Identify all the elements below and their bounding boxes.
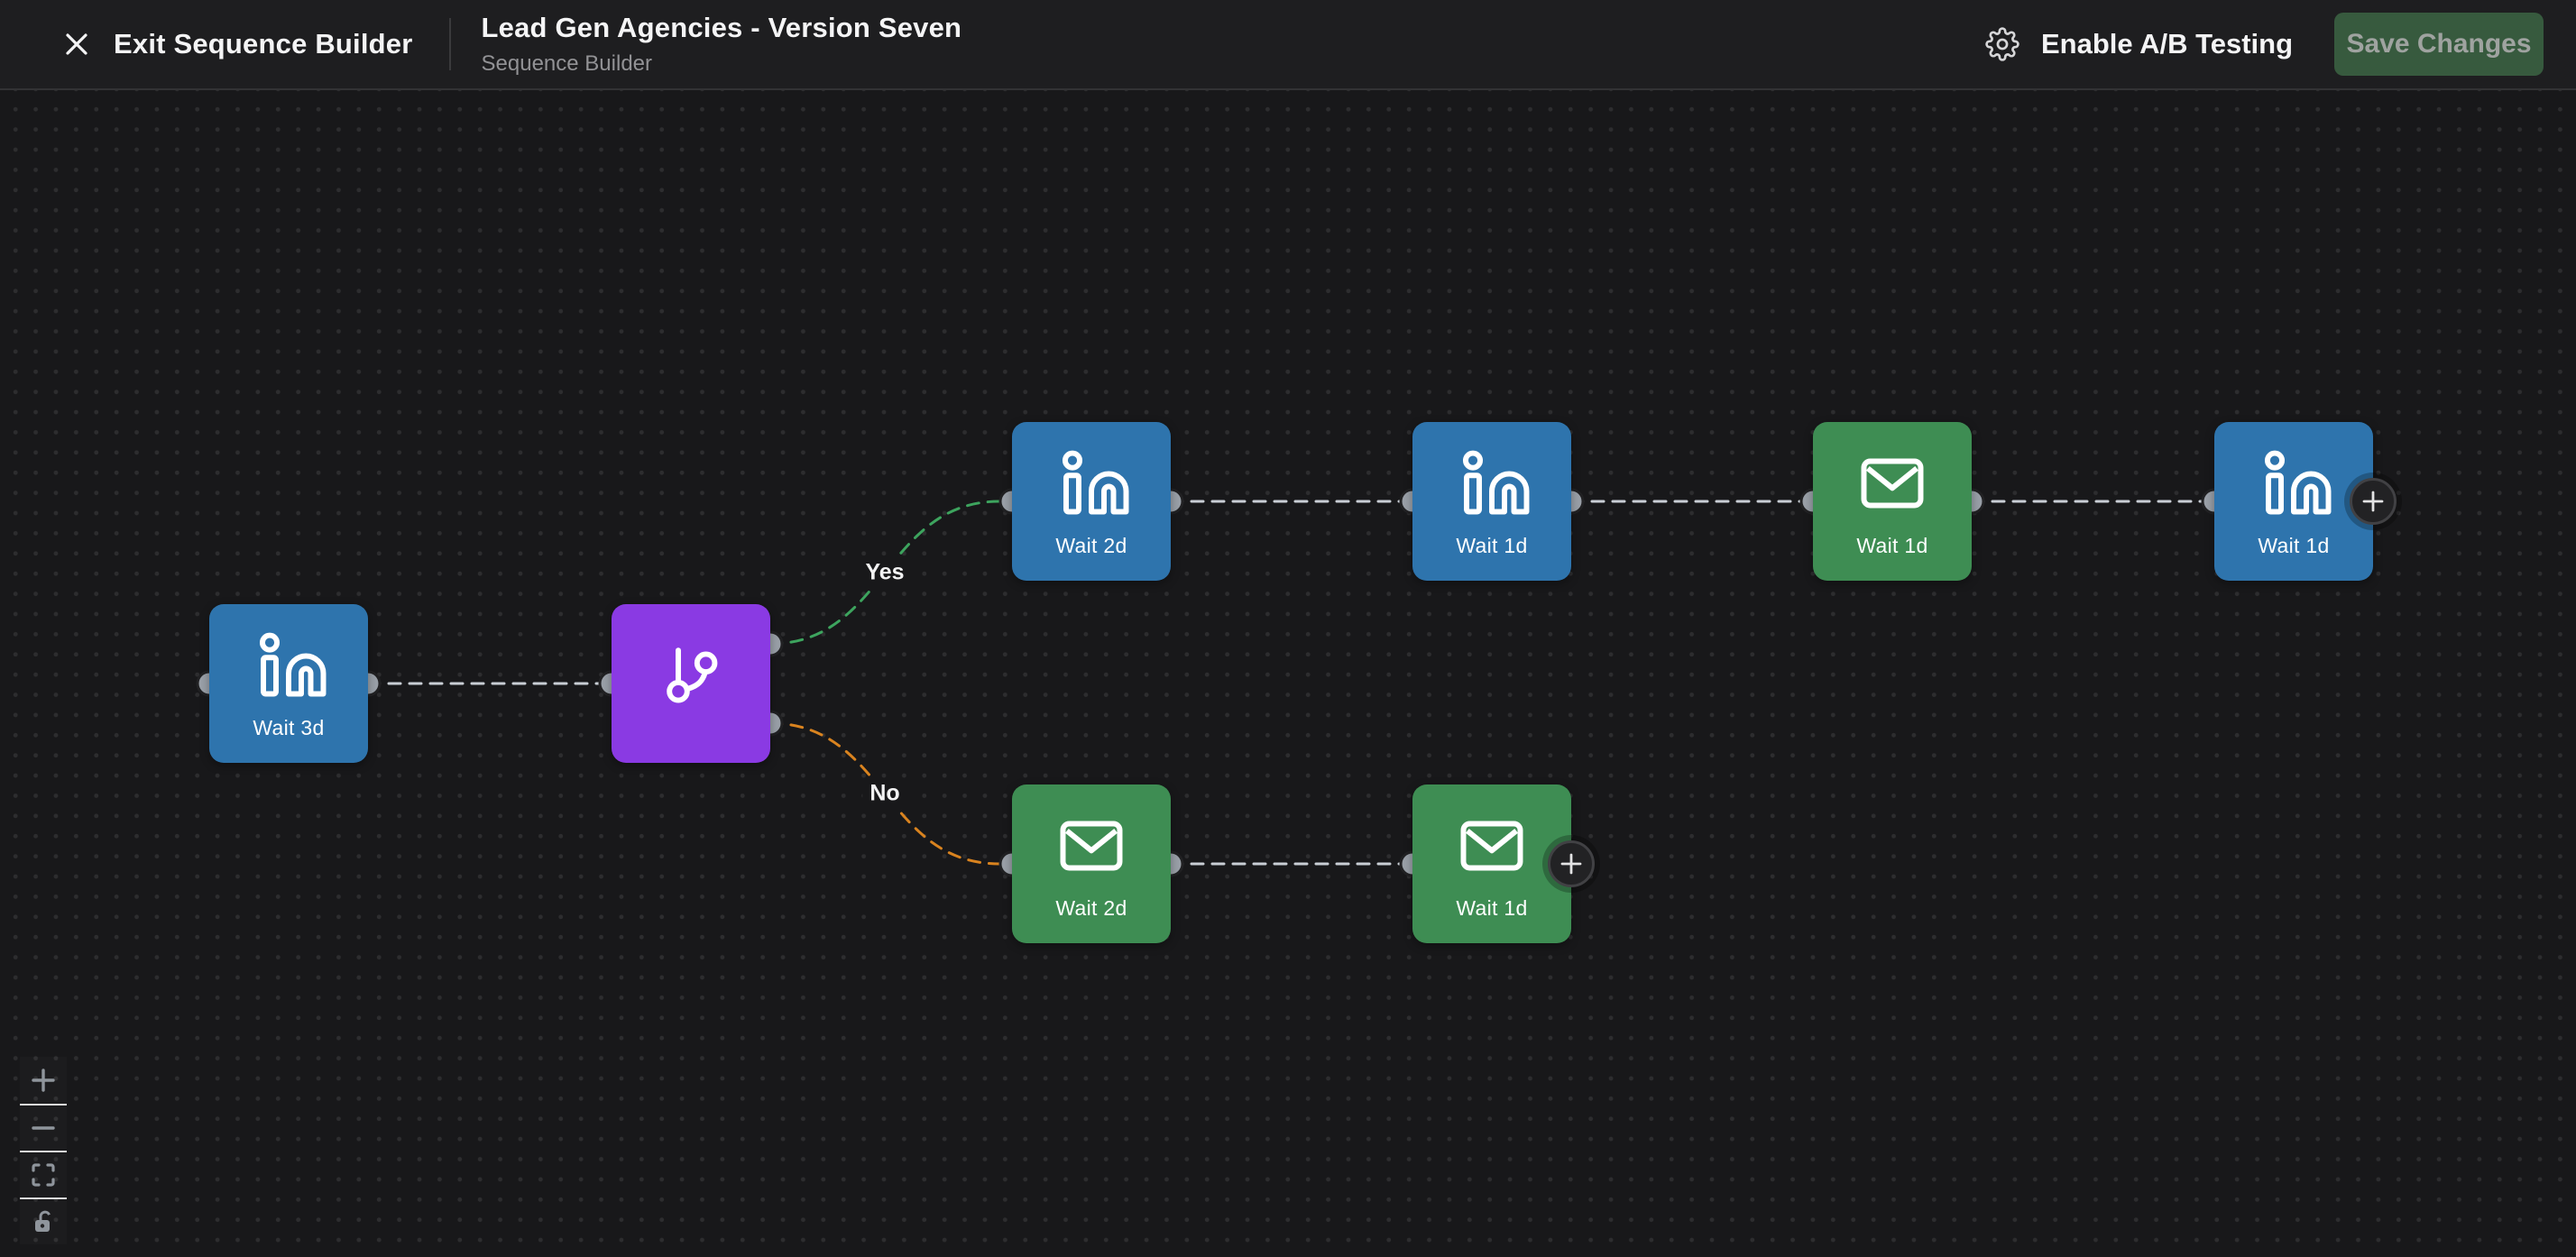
email-icon [1460,821,1523,870]
close-icon [66,33,87,55]
canvas-controls [20,1057,67,1244]
fit-view-button[interactable] [20,1151,67,1197]
edge-branch-yes[interactable] [768,500,1001,646]
edge-branch-no[interactable] [768,721,1001,866]
node-branch-condition[interactable] [612,604,770,763]
node-linkedin-wait-2d[interactable]: Wait 2d [1012,422,1171,581]
linkedin-icon [2264,450,2332,514]
node-wait-label: Wait 3d [253,715,325,739]
ab-testing-label: Enable A/B Testing [2040,28,2293,60]
unlock-icon [35,1210,51,1232]
branch-yes-label: Yes [858,557,912,588]
email-icon [1060,821,1123,870]
save-changes-button[interactable]: Save Changes [2334,13,2544,76]
plus-icon [1560,853,1582,875]
exit-sequence-builder-button[interactable]: Exit Sequence Builder [0,28,413,60]
title-block: Lead Gen Agencies - Version Seven Sequen… [482,12,962,77]
zoom-in-button[interactable] [20,1057,67,1104]
top-bar-left: Exit Sequence Builder Lead Gen Agencies … [0,0,961,88]
node-linkedin-wait-3d[interactable]: Wait 3d [209,604,368,763]
flow-canvas[interactable]: Yes No Wait 3d [0,90,2576,1257]
plus-icon [2362,491,2384,512]
node-linkedin-wait-1d-last[interactable]: Wait 1d [2214,422,2373,581]
node-email-wait-2d[interactable]: Wait 2d [1012,784,1171,943]
email-icon [1861,458,1924,508]
page-subtitle: Sequence Builder [481,51,652,76]
zoom-out-button[interactable] [20,1104,67,1151]
add-step-button-top[interactable] [2350,478,2397,525]
gear-icon [1985,27,2019,61]
fit-view-icon [32,1163,55,1187]
add-step-button-bottom[interactable] [1548,840,1595,887]
top-bar-right: Enable A/B Testing Save Changes [1980,13,2544,76]
node-wait-label: Wait 2d [1055,533,1127,557]
edge-layer [196,488,2228,877]
node-email-wait-1d-bottom[interactable]: Wait 1d [1412,784,1571,943]
linkedin-icon [259,632,327,696]
node-wait-label: Wait 1d [1456,533,1528,557]
page-title: Lead Gen Agencies - Version Seven [481,12,962,43]
node-linkedin-wait-1d[interactable]: Wait 1d [1412,422,1571,581]
branch-no-label: No [862,778,907,809]
header-divider [448,18,451,70]
zoom-out-icon [32,1126,55,1130]
zoom-in-icon [32,1069,55,1092]
top-bar: Exit Sequence Builder Lead Gen Agencies … [0,0,2576,90]
exit-button-label: Exit Sequence Builder [114,28,413,60]
node-wait-label: Wait 1d [2258,533,2330,557]
enable-ab-testing-button[interactable]: Enable A/B Testing [1980,26,2298,62]
node-wait-label: Wait 1d [1856,533,1928,557]
linkedin-icon [1062,450,1129,514]
node-email-wait-1d[interactable]: Wait 1d [1813,422,1972,581]
linkedin-icon [1462,450,1530,514]
lock-button[interactable] [20,1197,67,1244]
node-wait-label: Wait 2d [1055,895,1127,920]
branch-icon [667,647,718,703]
node-wait-label: Wait 1d [1456,895,1528,920]
